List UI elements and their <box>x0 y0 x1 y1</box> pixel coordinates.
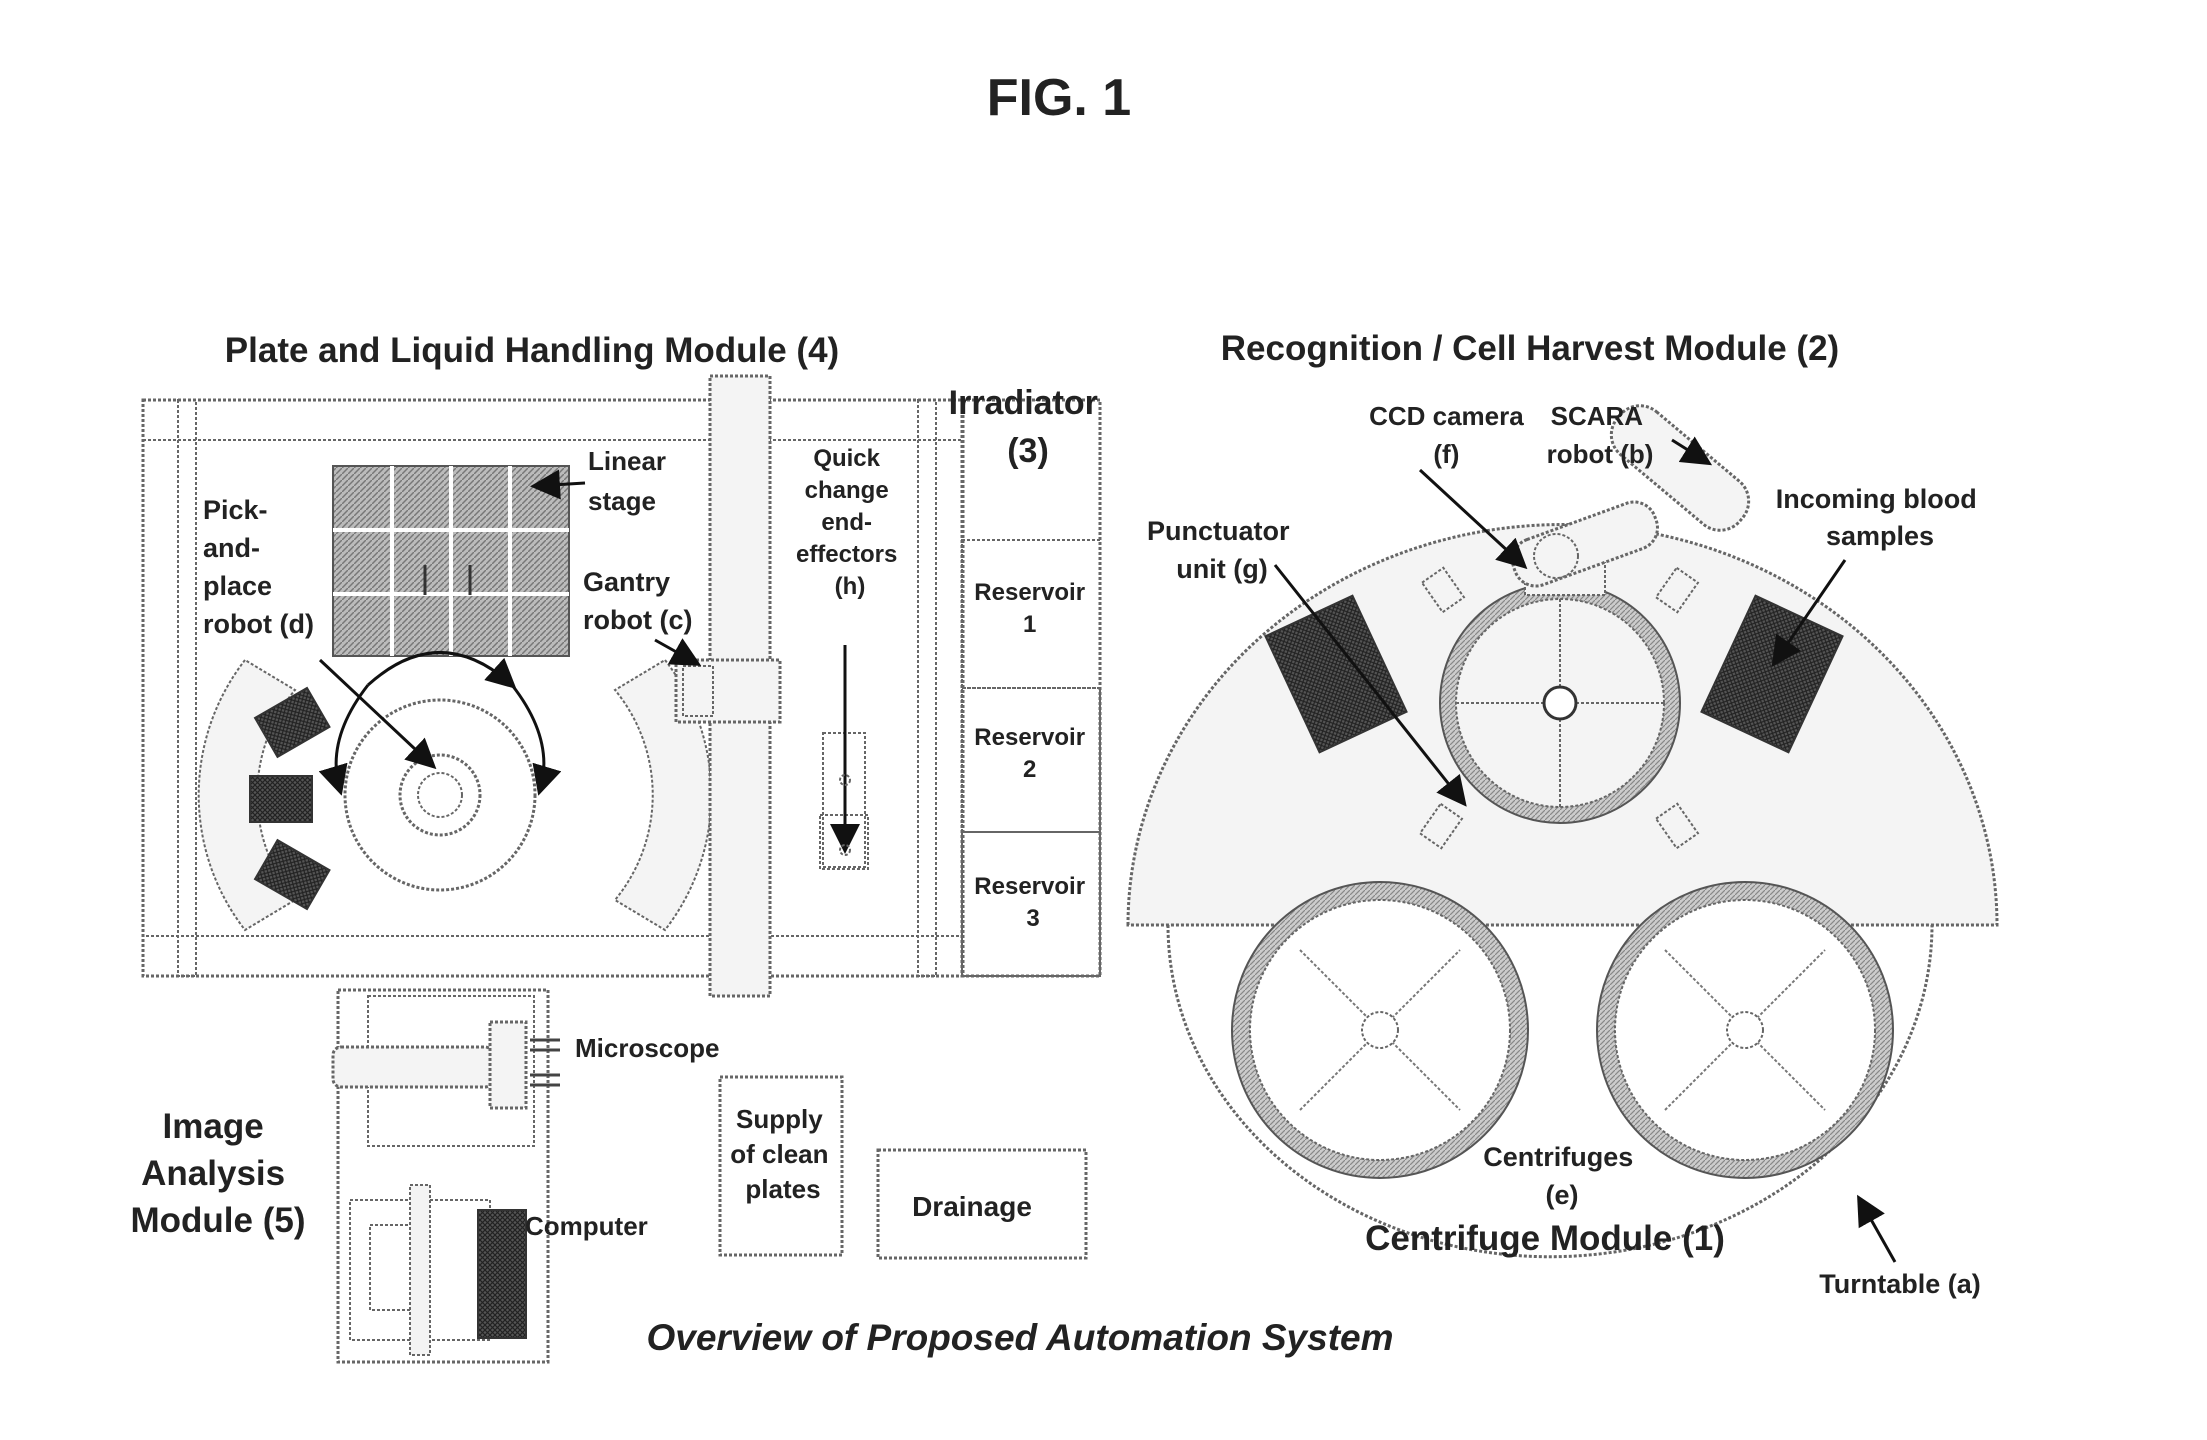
ccd-camera-label-2: (f) <box>1433 439 1459 469</box>
image-analysis-module <box>333 990 560 1362</box>
pick-place-label-2: and- <box>203 533 260 563</box>
microscope-label: Microscope <box>575 1033 720 1063</box>
scara-label-2: robot (b) <box>1547 439 1654 469</box>
reservoir-3-label-2: 3 <box>1026 905 1039 932</box>
recognition-module-title: Recognition / Cell Harvest Module (2) <box>1221 329 1839 368</box>
supply-label-3: plates <box>745 1174 820 1204</box>
centrifuges-label-1: Centrifuges <box>1483 1142 1633 1172</box>
svg-text:Gantry robot (c): Gantry robot (c) <box>583 567 692 635</box>
gantry-label-2: robot (c) <box>583 605 692 635</box>
punctuator-label-1: Punctuator <box>1147 516 1290 546</box>
reservoir-1-label-1: Reservoir <box>974 579 1085 606</box>
svg-text:Irradiator (3): Irradiator (3) <box>949 384 1108 470</box>
quick-change-label-5: (h) <box>835 573 866 600</box>
quick-change-label-2: change <box>805 477 889 504</box>
turntable-label: Turntable (a) <box>1819 1269 1981 1299</box>
irradiator-title-1: Irradiator <box>949 384 1098 422</box>
centrifuge-right <box>1597 882 1893 1178</box>
svg-text:Pick- and- place: Pick- and- place robot (d) <box>203 495 314 639</box>
gantry-label-1: Gantry <box>583 567 670 597</box>
figure-caption: Overview of Proposed Automation System <box>646 1317 1393 1358</box>
svg-text:Punctuator unit (g): Punctuator unit (g) <box>1147 516 1297 584</box>
plate-liquid-module-title: Plate and Liquid Handling Module (4) <box>225 331 839 370</box>
reservoir-1-label-2: 1 <box>1023 611 1036 638</box>
centrifuges-label-2: (e) <box>1546 1180 1579 1210</box>
punctuator-label-2: unit (g) <box>1176 554 1267 584</box>
pick-place-robot <box>199 653 712 931</box>
pick-place-label-3: place <box>203 571 272 601</box>
pick-place-label-4: robot (d) <box>203 609 314 639</box>
reservoir-3-label-1: Reservoir <box>974 873 1085 900</box>
quick-change-label-4: effectors <box>796 541 897 568</box>
svg-text:Reservoir 1 Reservoir: Reservoir 1 Reservoir 2 Reservoir 3 <box>974 579 1091 932</box>
quick-change-label-3: end- <box>821 509 872 536</box>
svg-text:Quick change end-: Quick change end- effectors (h) <box>796 445 904 600</box>
quick-change-end-effectors <box>820 645 868 869</box>
linear-stage-label-1: Linear <box>588 446 666 476</box>
recognition-module <box>1128 525 1997 925</box>
pick-place-label-1: Pick- <box>203 495 268 525</box>
incoming-blood-label-1: Incoming blood <box>1776 484 1977 514</box>
reservoir-2-label-2: 2 <box>1023 756 1036 783</box>
svg-text:Linear stage: Linear stage <box>588 446 673 516</box>
irradiator-title-2: (3) <box>1007 432 1049 470</box>
reservoir-2-label-1: Reservoir <box>974 724 1085 751</box>
drainage-label: Drainage <box>912 1191 1032 1222</box>
linear-stage <box>333 466 569 656</box>
figure-title: FIG. 1 <box>987 69 1131 127</box>
scara-label-1: SCARA <box>1551 401 1644 431</box>
svg-text:Centrifuges (e): Centrifuges (e) <box>1483 1142 1641 1210</box>
gantry-robot <box>676 376 780 996</box>
centrifuge-left <box>1232 882 1528 1178</box>
supply-label-2: of clean <box>730 1139 828 1169</box>
quick-change-label-1: Quick <box>813 445 880 472</box>
ccd-camera-label-1: CCD camera <box>1369 401 1524 431</box>
svg-text:Image Analysis Module: Image Analysis Module (5) <box>131 1107 306 1240</box>
svg-text:CCD camera (f) SCARA: CCD camera (f) SCARA robot (b) <box>1369 401 1653 469</box>
svg-text:Incoming blood samples: Incoming blood samples <box>1776 484 1985 551</box>
plate-liquid-module: Linear stage Pick- and- place robot (d) <box>143 376 963 996</box>
svg-text:Supply of clean plates: Supply of clean plates <box>730 1104 835 1204</box>
centrifuge-module-title: Centrifuge Module (1) <box>1365 1219 1725 1258</box>
image-analysis-title-1: Image <box>163 1107 264 1146</box>
supply-label-1: Supply <box>736 1104 823 1134</box>
image-analysis-title-2: Analysis <box>141 1154 285 1193</box>
image-analysis-title-3: Module (5) <box>131 1201 306 1240</box>
incoming-blood-label-2: samples <box>1826 521 1934 551</box>
computer-label: Computer <box>525 1211 648 1241</box>
linear-stage-label-2: stage <box>588 486 656 516</box>
